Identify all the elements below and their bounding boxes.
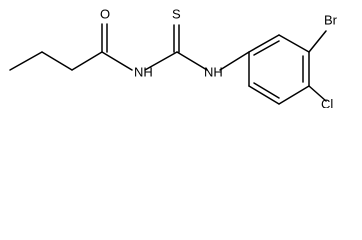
chlorine-label: Cl [321,97,333,109]
ring-bond-2 [278,34,310,53]
amide-nitrogen-label: NH [134,65,153,80]
bond-chain-1 [9,51,43,71]
ring-bond-5-inner [253,82,280,99]
chemical-structure-diagram: O S NH NH Br Cl [9,7,338,109]
sulfur-label: S [172,7,181,22]
ring-bond-5 [248,85,280,105]
bond-amide-cn [101,51,133,71]
bond-n-aryl [219,51,250,71]
atom-label-group: O S NH NH Br Cl [100,7,338,109]
bond-chlorine [308,85,327,102]
ring-bond-4 [278,85,310,105]
bond-thiourea-n1 [144,51,178,71]
bond-group [9,23,327,105]
bond-thiourea-n2 [176,51,208,71]
ring-bond-1-inner [253,40,280,56]
bond-bromine [308,30,327,53]
bromine-label: Br [324,13,338,28]
ring-bond-1 [248,34,280,53]
bond-chain-3 [71,51,103,71]
oxygen-label: O [100,7,110,22]
aryl-nitrogen-label: NH [204,65,223,80]
bond-chain-2 [41,51,73,71]
